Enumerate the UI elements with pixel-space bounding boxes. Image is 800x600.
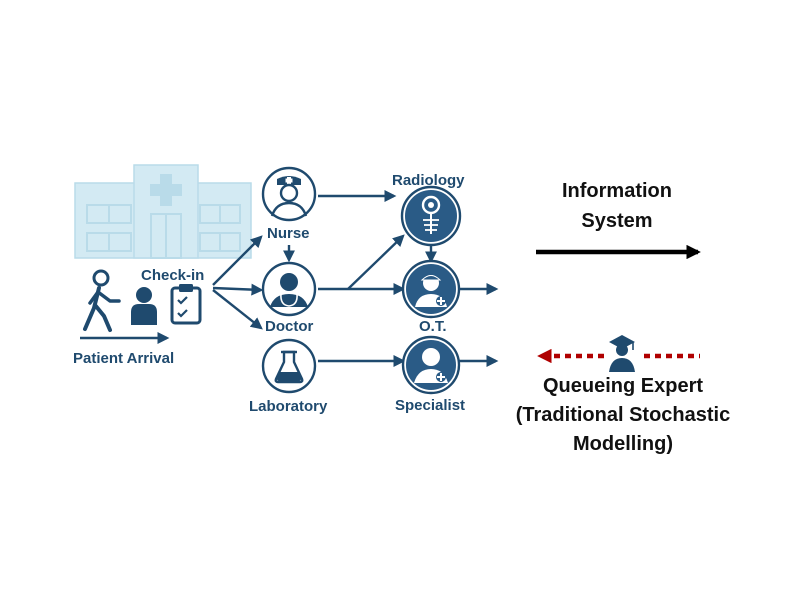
walking-person-icon — [83, 269, 121, 332]
information-system-line2: System — [581, 210, 652, 232]
doctor-label: Doctor — [265, 318, 313, 335]
specialist-icon — [414, 348, 448, 383]
xray-icon — [421, 195, 441, 234]
information-system-line1: Information — [562, 180, 672, 202]
ot-node: O.T. — [401, 259, 461, 335]
surgeon-icon — [415, 275, 447, 307]
patient-arrival-label: Patient Arrival — [73, 350, 174, 367]
specialist-node: Specialist — [395, 335, 465, 414]
radiology-node: Radiology — [392, 172, 465, 247]
clipboard-checklist-icon — [170, 284, 202, 325]
flow-arrows — [212, 190, 499, 367]
doctor-node: Doctor — [261, 261, 317, 335]
laboratory-label: Laboratory — [249, 398, 328, 415]
graduate-icon — [609, 335, 635, 372]
checkin-label: Check-in — [141, 267, 204, 284]
doctor-icon — [270, 273, 308, 307]
person-icon — [131, 287, 157, 325]
ot-label: O.T. — [419, 318, 447, 335]
specialist-label: Specialist — [395, 397, 465, 414]
queueing-expert-line1: Queueing Expert — [543, 375, 703, 397]
flask-icon — [274, 350, 304, 384]
nurse-icon — [270, 176, 308, 217]
queueing-expert-line3: Modelling) — [573, 433, 673, 455]
radiology-label: Radiology — [392, 172, 465, 189]
laboratory-node: Laboratory — [249, 338, 328, 415]
hospital-building-icon — [74, 164, 252, 259]
nurse-label: Nurse — [267, 225, 310, 242]
nurse-node: Nurse — [261, 166, 317, 242]
queueing-expert-line2: (Traditional Stochastic — [516, 404, 730, 426]
